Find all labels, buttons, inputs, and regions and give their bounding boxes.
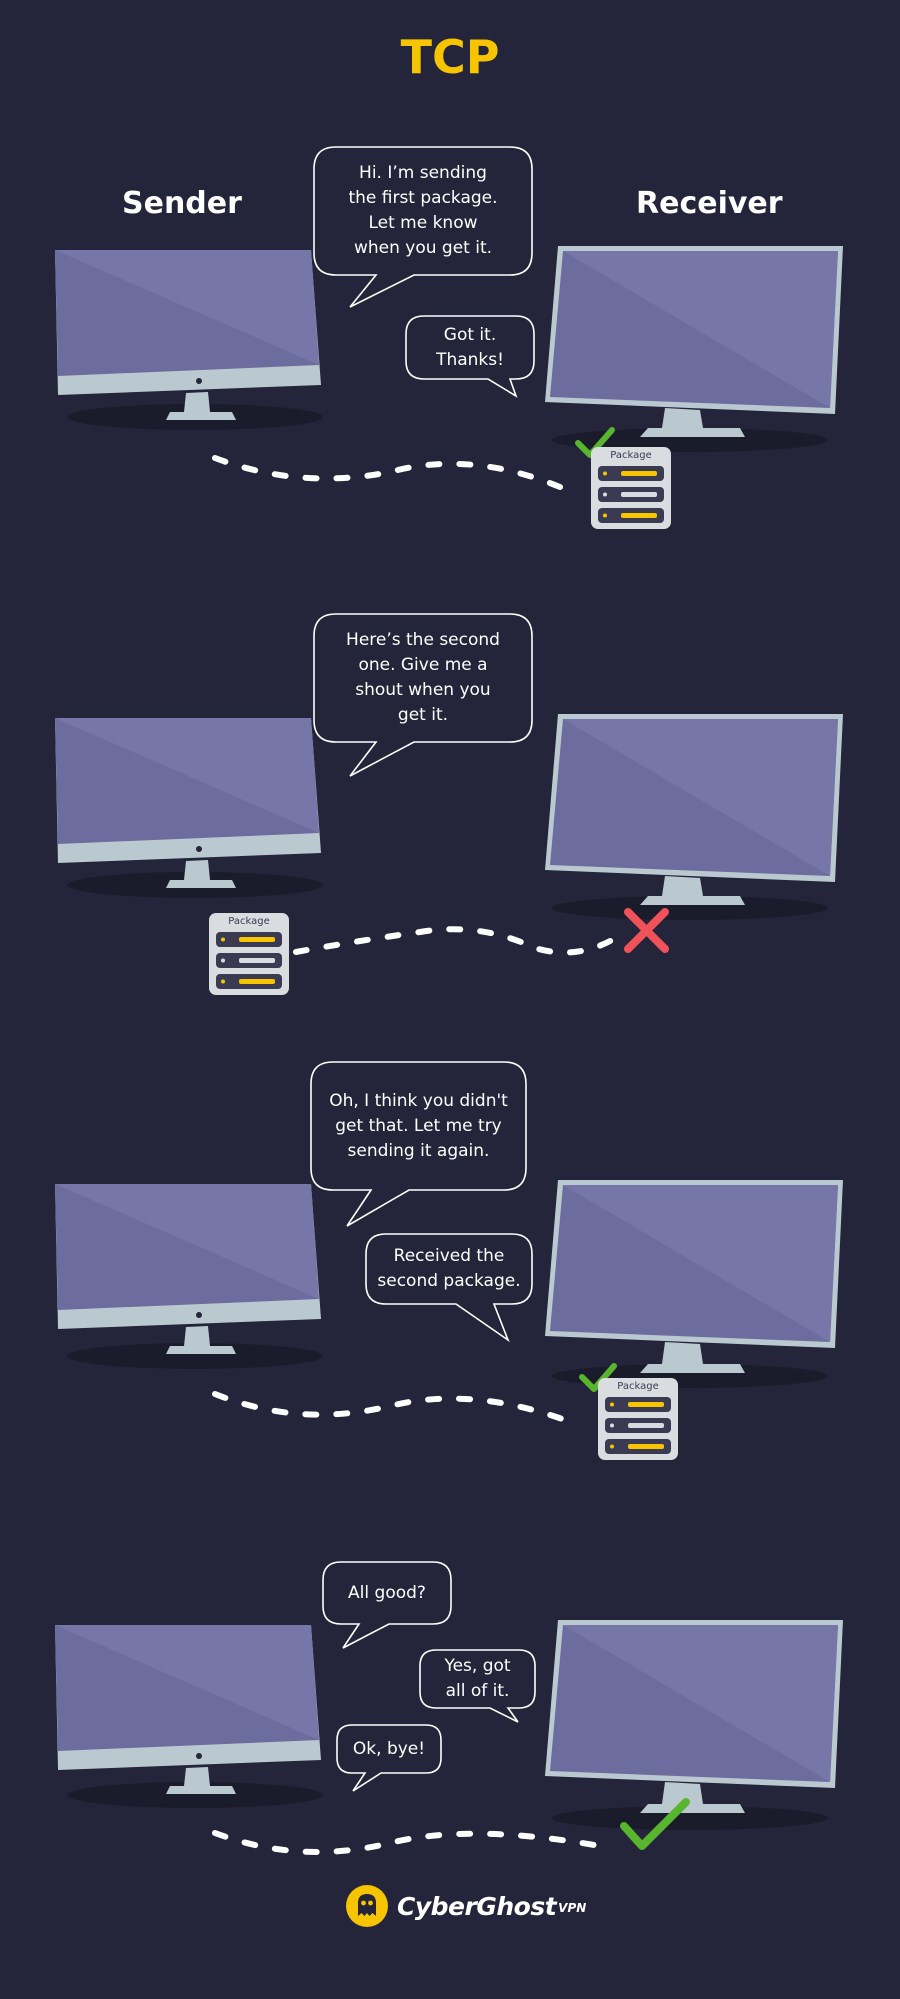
sender-monitor xyxy=(55,718,323,898)
ghost-logo-icon xyxy=(345,1884,389,1928)
sender-monitor xyxy=(55,1184,323,1369)
speech-bubble: Ok, bye! xyxy=(337,1725,441,1773)
speech-bubble: Hi. I’m sending the first package. Let m… xyxy=(314,147,532,275)
speech-bubble: All good? xyxy=(323,1562,451,1624)
brand-name: CyberGhost xyxy=(397,1892,556,1921)
sender-monitor xyxy=(55,250,323,430)
speech-bubble: Yes, got all of it. xyxy=(420,1650,535,1708)
receiver-monitor xyxy=(545,1180,843,1388)
bubble-text: Ok, bye! xyxy=(353,1737,425,1762)
package-icon: Package xyxy=(598,1378,678,1460)
package-label: Package xyxy=(209,916,289,927)
sender-monitor xyxy=(55,1625,323,1808)
cyberghost-logo: CyberGhost VPN xyxy=(345,1884,586,1928)
package-label: Package xyxy=(598,1381,678,1392)
speech-bubble: Received the second package. xyxy=(366,1234,532,1304)
bubble-text: Here’s the second one. Give me a shout w… xyxy=(346,628,500,728)
speech-bubble: Oh, I think you didn't get that. Let me … xyxy=(311,1062,526,1190)
bubble-text: Hi. I’m sending the first package. Let m… xyxy=(348,161,497,261)
speech-bubble: Got it. Thanks! xyxy=(406,316,534,379)
brand-suffix: VPN xyxy=(558,1901,586,1915)
bubble-text: Got it. Thanks! xyxy=(436,323,504,373)
receiver-monitor xyxy=(545,1620,843,1830)
transfer-path xyxy=(215,1833,600,1852)
bubble-text: All good? xyxy=(348,1581,426,1606)
bubble-text: Yes, got all of it. xyxy=(444,1654,510,1704)
package-icon: Package xyxy=(209,913,289,995)
transfer-path xyxy=(215,1394,565,1420)
transfer-path xyxy=(296,929,612,952)
bubble-text: Oh, I think you didn't get that. Let me … xyxy=(329,1089,508,1164)
package-label: Package xyxy=(591,450,671,461)
receiver-monitor xyxy=(545,714,843,920)
transfer-path xyxy=(215,458,560,487)
package-icon: Package xyxy=(591,447,671,529)
speech-bubble: Here’s the second one. Give me a shout w… xyxy=(314,614,532,742)
bubble-text: Received the second package. xyxy=(377,1244,520,1294)
receiver-monitor xyxy=(545,246,843,452)
